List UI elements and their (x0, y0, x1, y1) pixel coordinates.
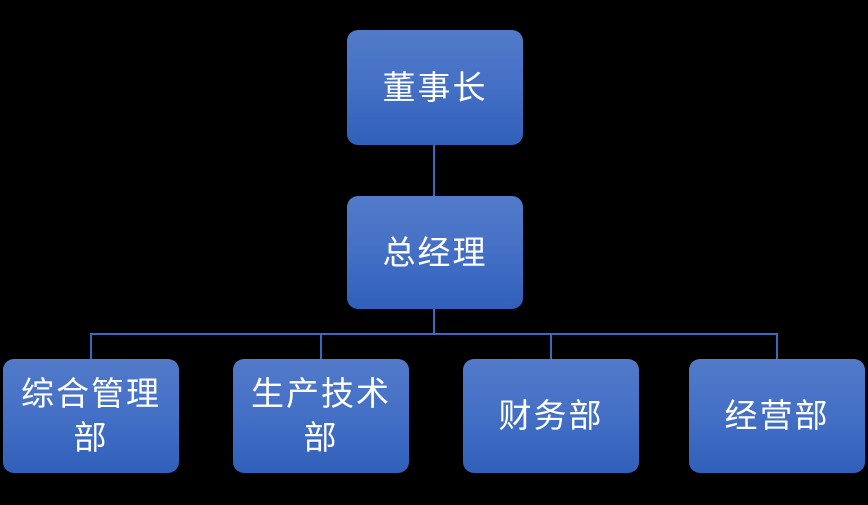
org-node-chairman: 董事长 (347, 30, 523, 145)
node-label-line: 总经理 (382, 233, 488, 271)
connector-gm-bus-drop (433, 309, 435, 334)
connector-drop-dept-4 (776, 333, 778, 359)
node-label-line: 财务部 (498, 397, 604, 434)
node-label-line: 部 (73, 419, 109, 456)
connector-horizontal-bus (90, 333, 778, 335)
org-node-general-manager: 总经理 (347, 196, 523, 309)
org-node-dept-business: 经营部 (689, 359, 865, 473)
node-label-line: 综合管理 (21, 375, 161, 412)
connector-drop-dept-1 (90, 333, 92, 359)
connector-drop-dept-2 (320, 333, 322, 359)
org-node-dept-finance: 财务部 (463, 359, 639, 473)
org-node-dept-general-management: 综合管理部 (3, 359, 179, 473)
connector-chairman-gm (433, 145, 435, 196)
org-node-dept-production-technology: 生产技术部 (233, 359, 409, 473)
node-label-line: 经营部 (724, 397, 830, 434)
node-label-line: 生产技术 (251, 375, 391, 412)
connector-drop-dept-3 (550, 333, 552, 359)
node-label-line: 部 (303, 419, 339, 456)
node-label-line: 董事长 (382, 68, 488, 106)
